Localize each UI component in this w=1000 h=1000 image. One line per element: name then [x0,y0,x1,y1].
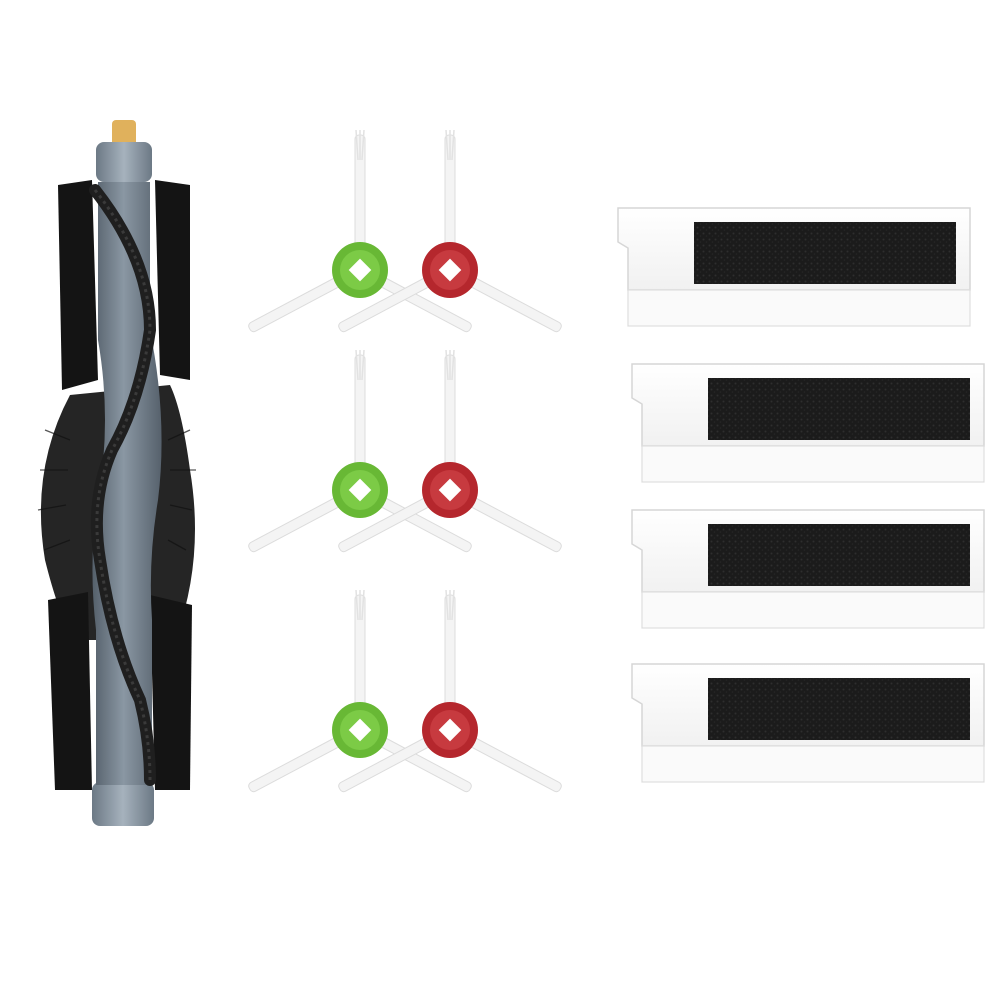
side-brush-green [248,349,472,553]
roller-top-cap [96,142,152,182]
hepa-filter-set [617,207,985,783]
side-brush-red [338,589,562,793]
side-brush-green [248,129,472,333]
hepa-filter [617,207,971,327]
side-brush-red [338,349,562,553]
side-brush-green [248,589,472,793]
hepa-filter [631,509,985,629]
hepa-filter [631,663,985,783]
hepa-filter [631,363,985,483]
roller-bottom-cap [92,782,154,826]
roller-blade-lower-right [150,595,192,790]
side-brush-set [248,129,562,793]
roller-blade-upper-left [58,180,98,390]
roller-blade-upper-right [155,180,190,380]
side-brush-red [338,129,562,333]
roller-tip [112,120,136,146]
roller-blade-lower-left [48,592,92,790]
main-roller-brush [37,120,196,826]
